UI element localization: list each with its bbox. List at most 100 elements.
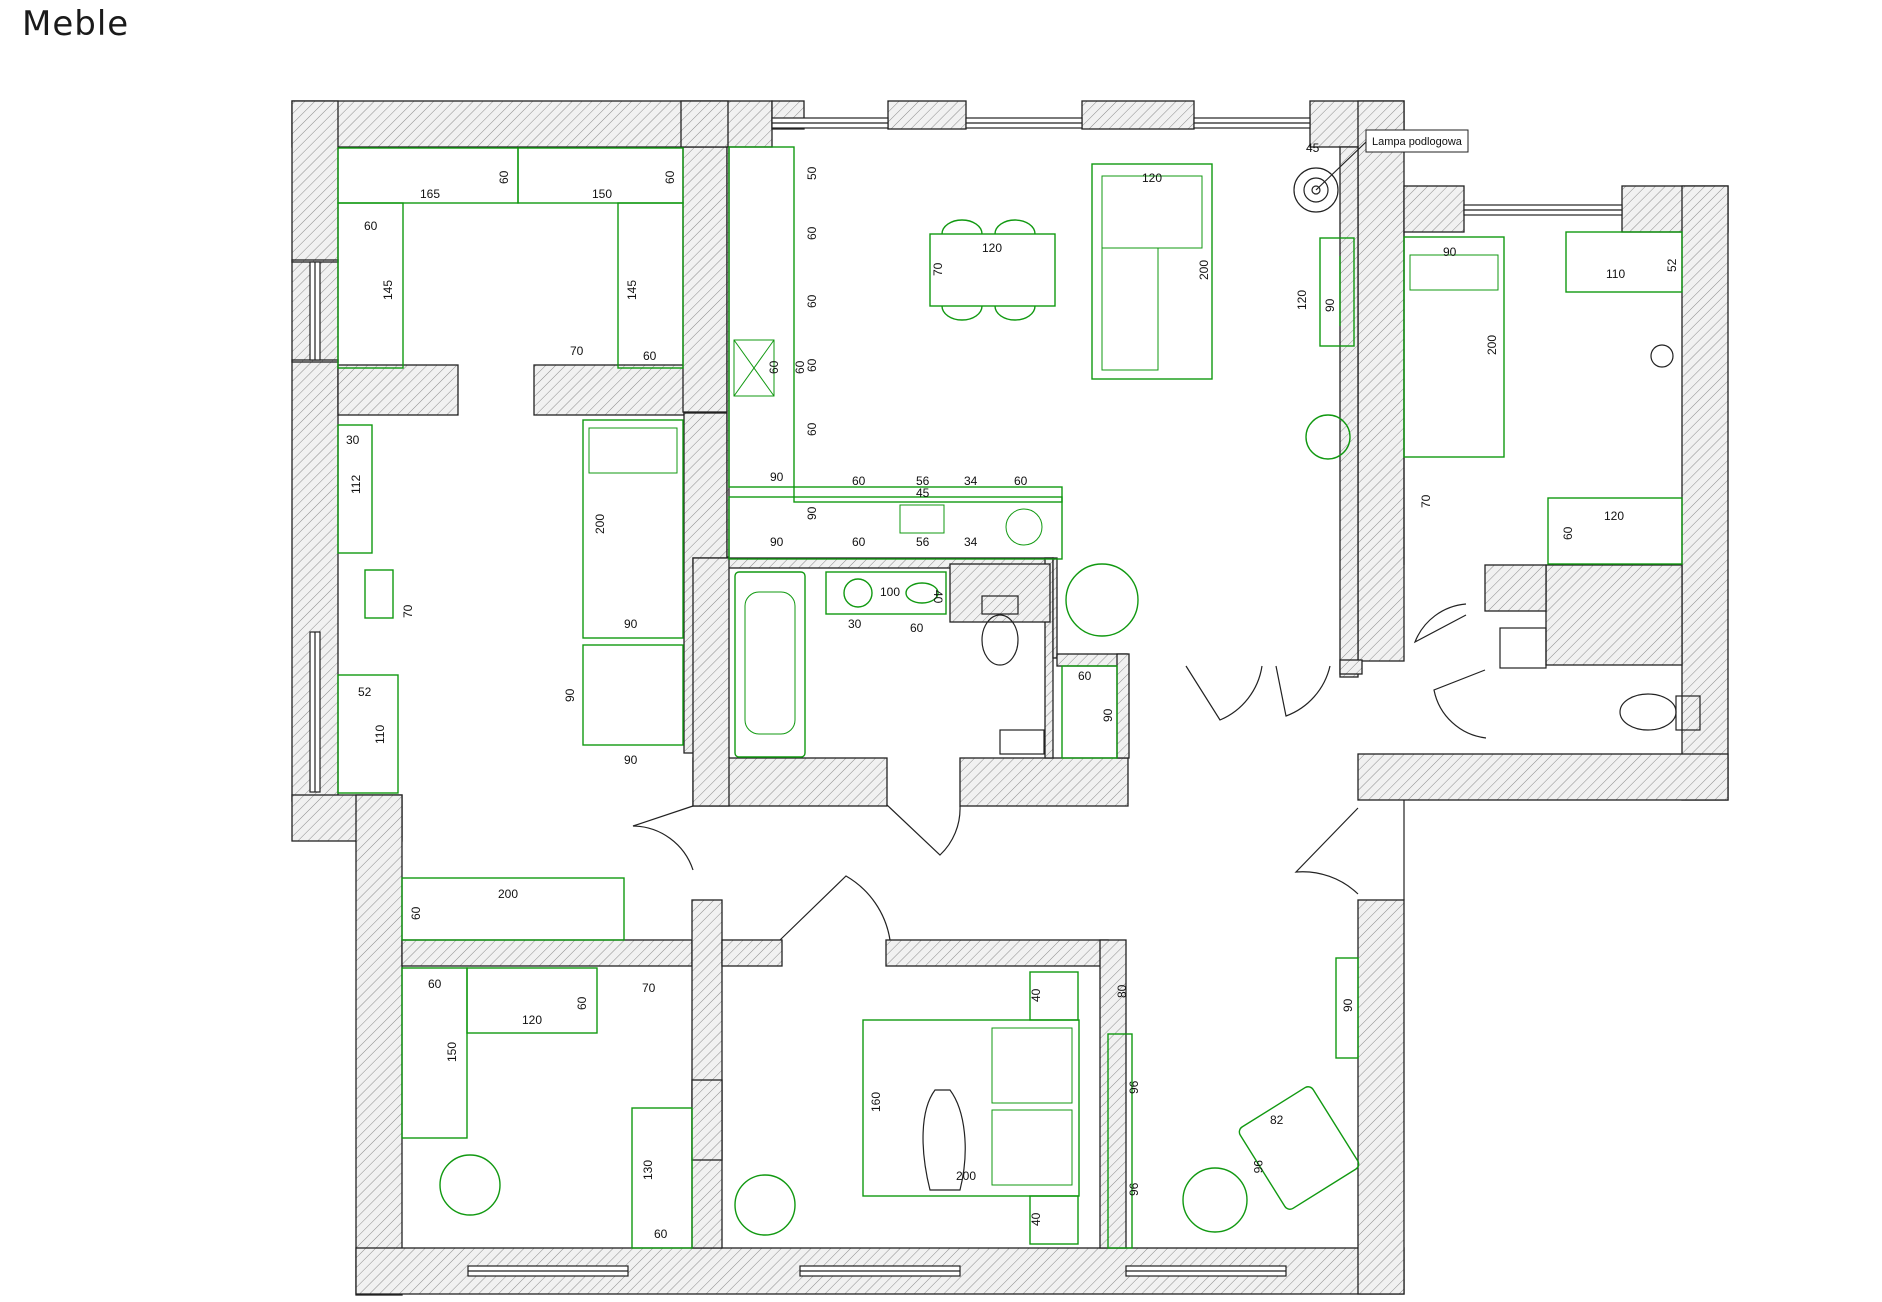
dim-label: 160 [869,1092,883,1112]
dim-label: 60 [654,1227,668,1241]
dim-label: 60 [852,474,866,488]
plant-icon [1182,1167,1248,1233]
dim-label: 90 [1323,298,1337,312]
dim-label: 60 [805,422,819,436]
wardrobe-sw-top [466,967,598,1034]
wardrobe-b [517,147,684,204]
walls [291,100,1729,1296]
dim-label: 60 [643,349,657,363]
ball-icon [1650,344,1674,368]
dim-label: 200 [1485,335,1499,355]
dim-label: 110 [1606,267,1625,281]
wardrobe-sw-left [401,967,468,1139]
stove [733,339,775,397]
wardrobe-sw-right [631,1107,693,1249]
dim-label: 120 [1604,509,1624,523]
dim-label: 34 [964,535,978,549]
dining-table [929,233,1056,307]
dim-label: 200 [1197,260,1211,280]
bed-w-2 [582,644,684,746]
dim-label: 52 [1665,258,1679,272]
dim-label: 60 [767,360,781,374]
closet-shelves [1061,665,1118,759]
double-bed [862,1019,1080,1197]
armchair [1238,1086,1360,1210]
dim-label: 112 [349,475,363,494]
corner-sofa [1091,163,1213,380]
shelf-w [337,424,373,554]
dim-label: 150 [445,1042,459,1062]
dim-label: 90 [624,617,638,631]
desk-ne [1565,231,1683,293]
bed-w [582,419,684,639]
callout-box [1365,129,1469,153]
dim-label: 30 [848,617,862,631]
dim-label: 40 [1029,1212,1043,1226]
cooktop-icon [1005,508,1043,546]
dim-label: 56 [916,474,930,488]
dim-label: 60 [663,170,677,184]
dim-label: 90 [770,535,784,549]
dim-label: 96 [1251,1160,1265,1174]
dim-label: 120 [522,1013,542,1027]
bathtub [734,571,806,758]
dim-label: 90 [1101,708,1115,722]
callout-label: Lampa podlogowa [1372,136,1463,148]
dim-label: 70 [1419,494,1433,508]
dim-label: 96 [1127,1080,1141,1094]
dim-label: 34 [964,474,978,488]
floor-lamp-icon [1293,167,1339,213]
dim-label: 30 [346,433,360,447]
windows [309,117,1623,1277]
tv-stand [1319,237,1355,347]
desk-w [337,674,399,794]
dim-label: 60 [805,294,819,308]
toilet-icon [1619,693,1677,731]
bidet-icon [905,582,939,604]
wardrobe-ne [1547,497,1683,565]
plant-icon [439,1154,501,1216]
dim-label: 60 [793,360,807,374]
dim-label: 60 [575,996,589,1010]
plant-icon [734,1174,796,1236]
dimension-labels: 165 60 150 60 60 145 145 70 60 50 60 60 … [346,136,1679,1241]
dim-label: 50 [805,166,819,180]
wardrobe-left [337,202,404,369]
nightstand-top [1029,971,1079,1021]
dim-label: 200 [956,1169,976,1183]
dim-label: 40 [1029,988,1043,1002]
shelf-se [1335,957,1359,1059]
wardrobe-right [617,202,684,369]
dim-label: 100 [880,585,900,599]
plant-icon [1065,563,1139,637]
plant-icon [1305,414,1351,460]
dim-label: 145 [381,280,395,300]
dim-label: 60 [497,170,511,184]
dim-label: 60 [1561,526,1575,540]
dim-label: 70 [642,981,656,995]
bed-ne [1403,236,1505,458]
kitchen-sink [899,504,945,534]
dim-label: 60 [409,906,423,920]
dim-label: 130 [641,1160,655,1180]
dresser-se [1107,1033,1133,1249]
dim-label: 56 [916,535,930,549]
kitchen-counter-west [728,146,795,488]
figure-sketch [922,1089,966,1191]
dim-label: 90 [563,688,577,702]
dim-label: 40 [931,590,945,604]
dim-label: 45 [1306,141,1320,155]
dim-label: 45 [916,486,930,500]
dim-label: 145 [625,280,639,300]
laundry-basket [999,729,1045,755]
kitchen-counter-south [728,496,1063,560]
dim-label: 60 [805,358,819,372]
toilet-icon [981,614,1019,666]
dim-label: 60 [428,977,442,991]
dim-label: 120 [982,241,1002,255]
doors [632,603,1487,941]
dim-label: 70 [570,344,584,358]
dim-label: 70 [931,262,945,276]
dim-label: 120 [1295,290,1309,310]
